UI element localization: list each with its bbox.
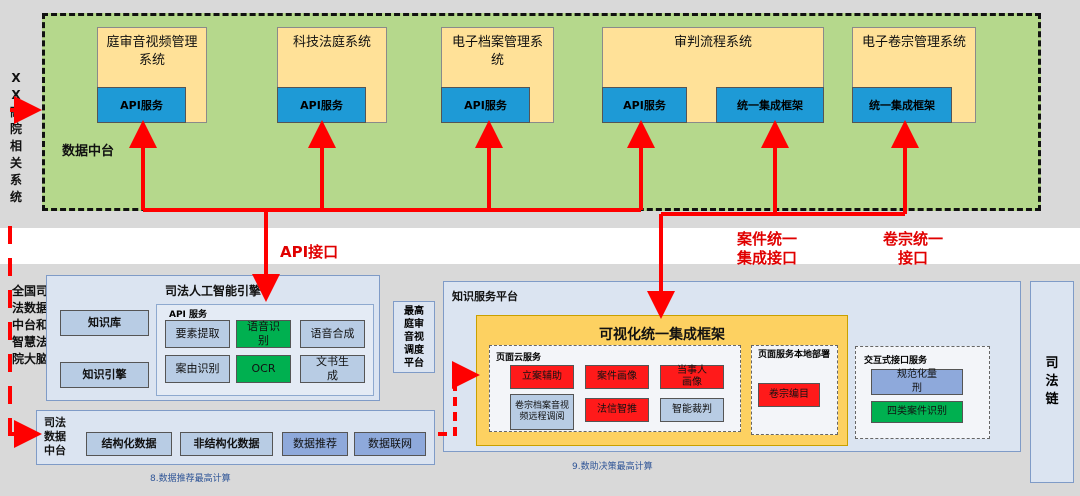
api-interface-label: API接口 xyxy=(280,243,339,261)
api-service-box: API服务 xyxy=(277,87,366,123)
api-service-box: API服务 xyxy=(441,87,530,123)
integration-framework-box: 统一集成框架 xyxy=(852,87,952,123)
system-title: 庭审音视频管理系统 xyxy=(106,35,198,68)
judicial-chain-panel: 司法链 xyxy=(1030,281,1074,483)
api-service-item: OCR xyxy=(236,355,291,383)
knowledge-platform-caption: 9.数助决策最高计算 xyxy=(572,462,653,472)
side-label-bottom: 全国司法数据中台和智慧法院大脑 xyxy=(12,284,49,366)
api-service-item: 语音识别 xyxy=(236,320,291,348)
system-title: 电子卷宗管理系统 xyxy=(861,35,966,50)
api-service-item: 要素提取 xyxy=(165,320,230,348)
interactive-service-item: 四类案件识别 xyxy=(871,401,963,423)
api-service-box: API服务 xyxy=(602,87,687,123)
data-item: 数据推荐 xyxy=(282,432,348,456)
api-service-box: API服务 xyxy=(97,87,186,123)
page-cloud-title: 页面云服务 xyxy=(496,353,542,363)
case-interface-label: 案件统一集成接口 xyxy=(736,230,797,267)
system-title: 电子档案管理系统 xyxy=(451,35,543,68)
page-cloud-item: 立案辅助 xyxy=(510,365,574,389)
data-platform-title: 司法数据中台 xyxy=(44,416,66,457)
local-service-item: 卷宗编目 xyxy=(758,383,820,407)
knowledge-platform-title: 知识服务平台 xyxy=(452,290,518,303)
visual-framework-title: 可视化统一集成框架 xyxy=(599,327,725,343)
data-item: 结构化数据 xyxy=(86,432,172,456)
api-services-title: API 服务 xyxy=(169,310,208,320)
interactive-service-item: 规范化量刑 xyxy=(871,369,963,395)
knowledge-base-box: 知识库 xyxy=(60,310,149,336)
api-service-item: 语音合成 xyxy=(300,320,365,348)
local-service-title: 页面服务本地部署 xyxy=(758,350,831,360)
data-platform-caption: 8.数据推荐最高计算 xyxy=(150,474,231,484)
court-platform-label: 最高庭审音视调度平台 xyxy=(404,305,424,369)
page-cloud-item: 智能裁判 xyxy=(660,398,724,422)
data-platform-label: 数据中台 xyxy=(62,144,115,159)
page-cloud-item: 法信智推 xyxy=(585,398,649,422)
system-title: 审判流程系统 xyxy=(673,35,752,50)
knowledge-engine-box: 知识引擎 xyxy=(60,362,149,388)
page-cloud-item: 案件画像 xyxy=(585,365,649,389)
api-service-item: 案由识别 xyxy=(165,355,230,383)
interactive-service-title: 交互式接口服务 xyxy=(864,356,928,366)
data-item: 数据联网 xyxy=(354,432,426,456)
court-platform-box: 最高庭审音视调度平台 xyxy=(393,301,435,373)
data-item: 非结构化数据 xyxy=(180,432,273,456)
system-title: 科技法庭系统 xyxy=(292,35,371,50)
api-service-item: 文书生成 xyxy=(300,355,365,383)
page-cloud-item: 当事人画像 xyxy=(660,365,724,389)
dossier-interface-label: 卷宗统一接口 xyxy=(882,230,943,267)
page-cloud-item: 卷宗档案音视频远程调阅 xyxy=(510,394,574,430)
judicial-chain-label: 司法链 xyxy=(1045,356,1059,407)
ai-engine-title: 司法人工智能引擎 xyxy=(164,284,261,298)
